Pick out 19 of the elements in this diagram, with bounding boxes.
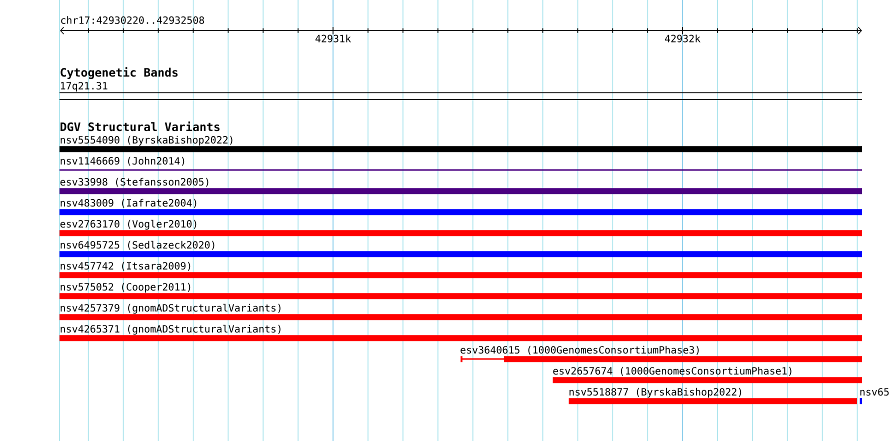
track-title: DGV Structural Variants xyxy=(60,122,220,132)
feature-label: nsv4265371 (gnomADStructuralVariants) xyxy=(60,324,280,335)
feature-label: nsv575052 (Cooper2011) xyxy=(60,282,190,293)
feature-label: nsv5518877 (ByrskaBishop2022) xyxy=(570,388,742,398)
band-label: 17q21.31 xyxy=(61,82,108,92)
feature-label: nsv4257379 (gnomADStructuralVariants) xyxy=(60,304,280,314)
feature-label: nsv6495725 (Sedlazeck2020) xyxy=(60,240,214,250)
feature-label: esv2763170 (Vogler2010) xyxy=(60,220,196,230)
tick-label: 42931k xyxy=(316,34,351,42)
tick-label: 42932k xyxy=(665,34,700,42)
feature-label: nsv1146669 (John2014) xyxy=(60,156,184,166)
feature-label: esv33998 (Stefansson2005) xyxy=(60,178,208,187)
region-label: chr17:42930220..42932508 xyxy=(61,16,204,24)
feature-label: esv3640615 (1000GenomesConsortiumPhase3) xyxy=(460,346,699,355)
feature-label: nsv65 xyxy=(860,388,889,396)
feature-label: nsv5554090 (ByrskaBishop2022) xyxy=(60,136,232,146)
feature-label: nsv457742 (Itsara2009) xyxy=(60,262,190,271)
feature-label: nsv483009 (Iafrate2004) xyxy=(60,198,196,208)
feature-label: esv2657674 (1000GenomesConsortiumPhase1) xyxy=(553,366,792,376)
